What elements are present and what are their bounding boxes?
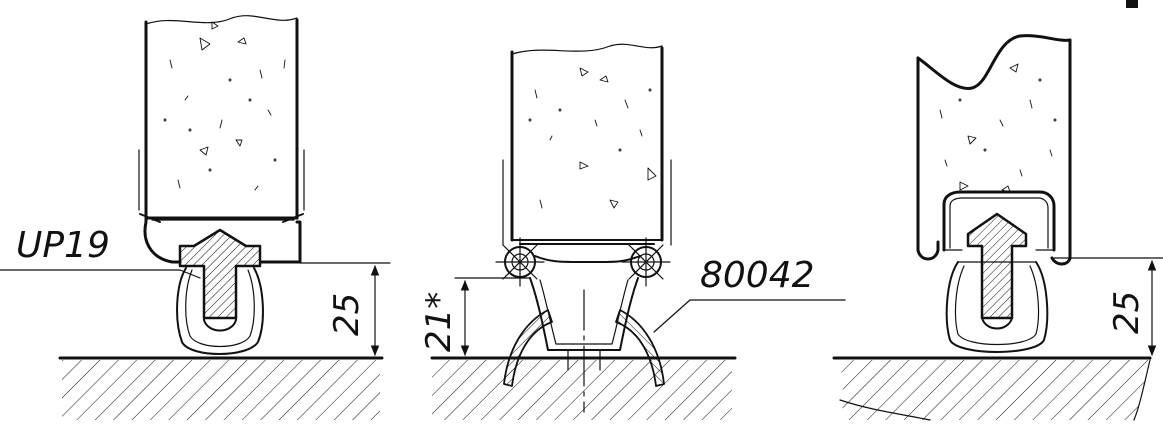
corner-mark xyxy=(1126,0,1138,8)
right-seal-insert xyxy=(966,212,1028,320)
left-door-leaf xyxy=(138,15,305,220)
right-floor xyxy=(832,356,1152,421)
middle-fin-seal xyxy=(503,277,665,413)
middle-label-leader xyxy=(653,299,846,333)
dimension-25-left: 25 xyxy=(327,293,367,336)
right-carrier-profile xyxy=(942,190,1056,252)
right-door-leaf xyxy=(916,34,1072,266)
middle-dimension-21 xyxy=(454,277,531,357)
middle-concrete-texture xyxy=(528,67,657,209)
left-dimension-25 xyxy=(299,262,391,357)
left-concrete-texture xyxy=(163,21,286,191)
middle-door-leaf xyxy=(502,43,672,246)
left-seal-insert xyxy=(178,228,262,320)
middle-view: 80042 21* xyxy=(419,43,846,420)
dimension-21-middle: 21* xyxy=(419,292,459,352)
left-label-leader xyxy=(0,269,201,279)
right-u-seal xyxy=(945,261,1049,353)
label-80042: 80042 xyxy=(700,255,815,296)
right-dimension-25 xyxy=(1053,257,1163,357)
label-up19: UP19 xyxy=(16,225,110,266)
left-u-seal xyxy=(176,267,264,355)
left-floor xyxy=(58,356,384,420)
right-view: 25 xyxy=(832,0,1163,421)
middle-carrier-profile xyxy=(495,237,671,287)
left-view: UP19 25 xyxy=(0,15,391,420)
right-concrete-texture xyxy=(939,63,1057,193)
dimension-25-right: 25 xyxy=(1107,291,1147,334)
left-carrier-profile xyxy=(139,213,304,264)
